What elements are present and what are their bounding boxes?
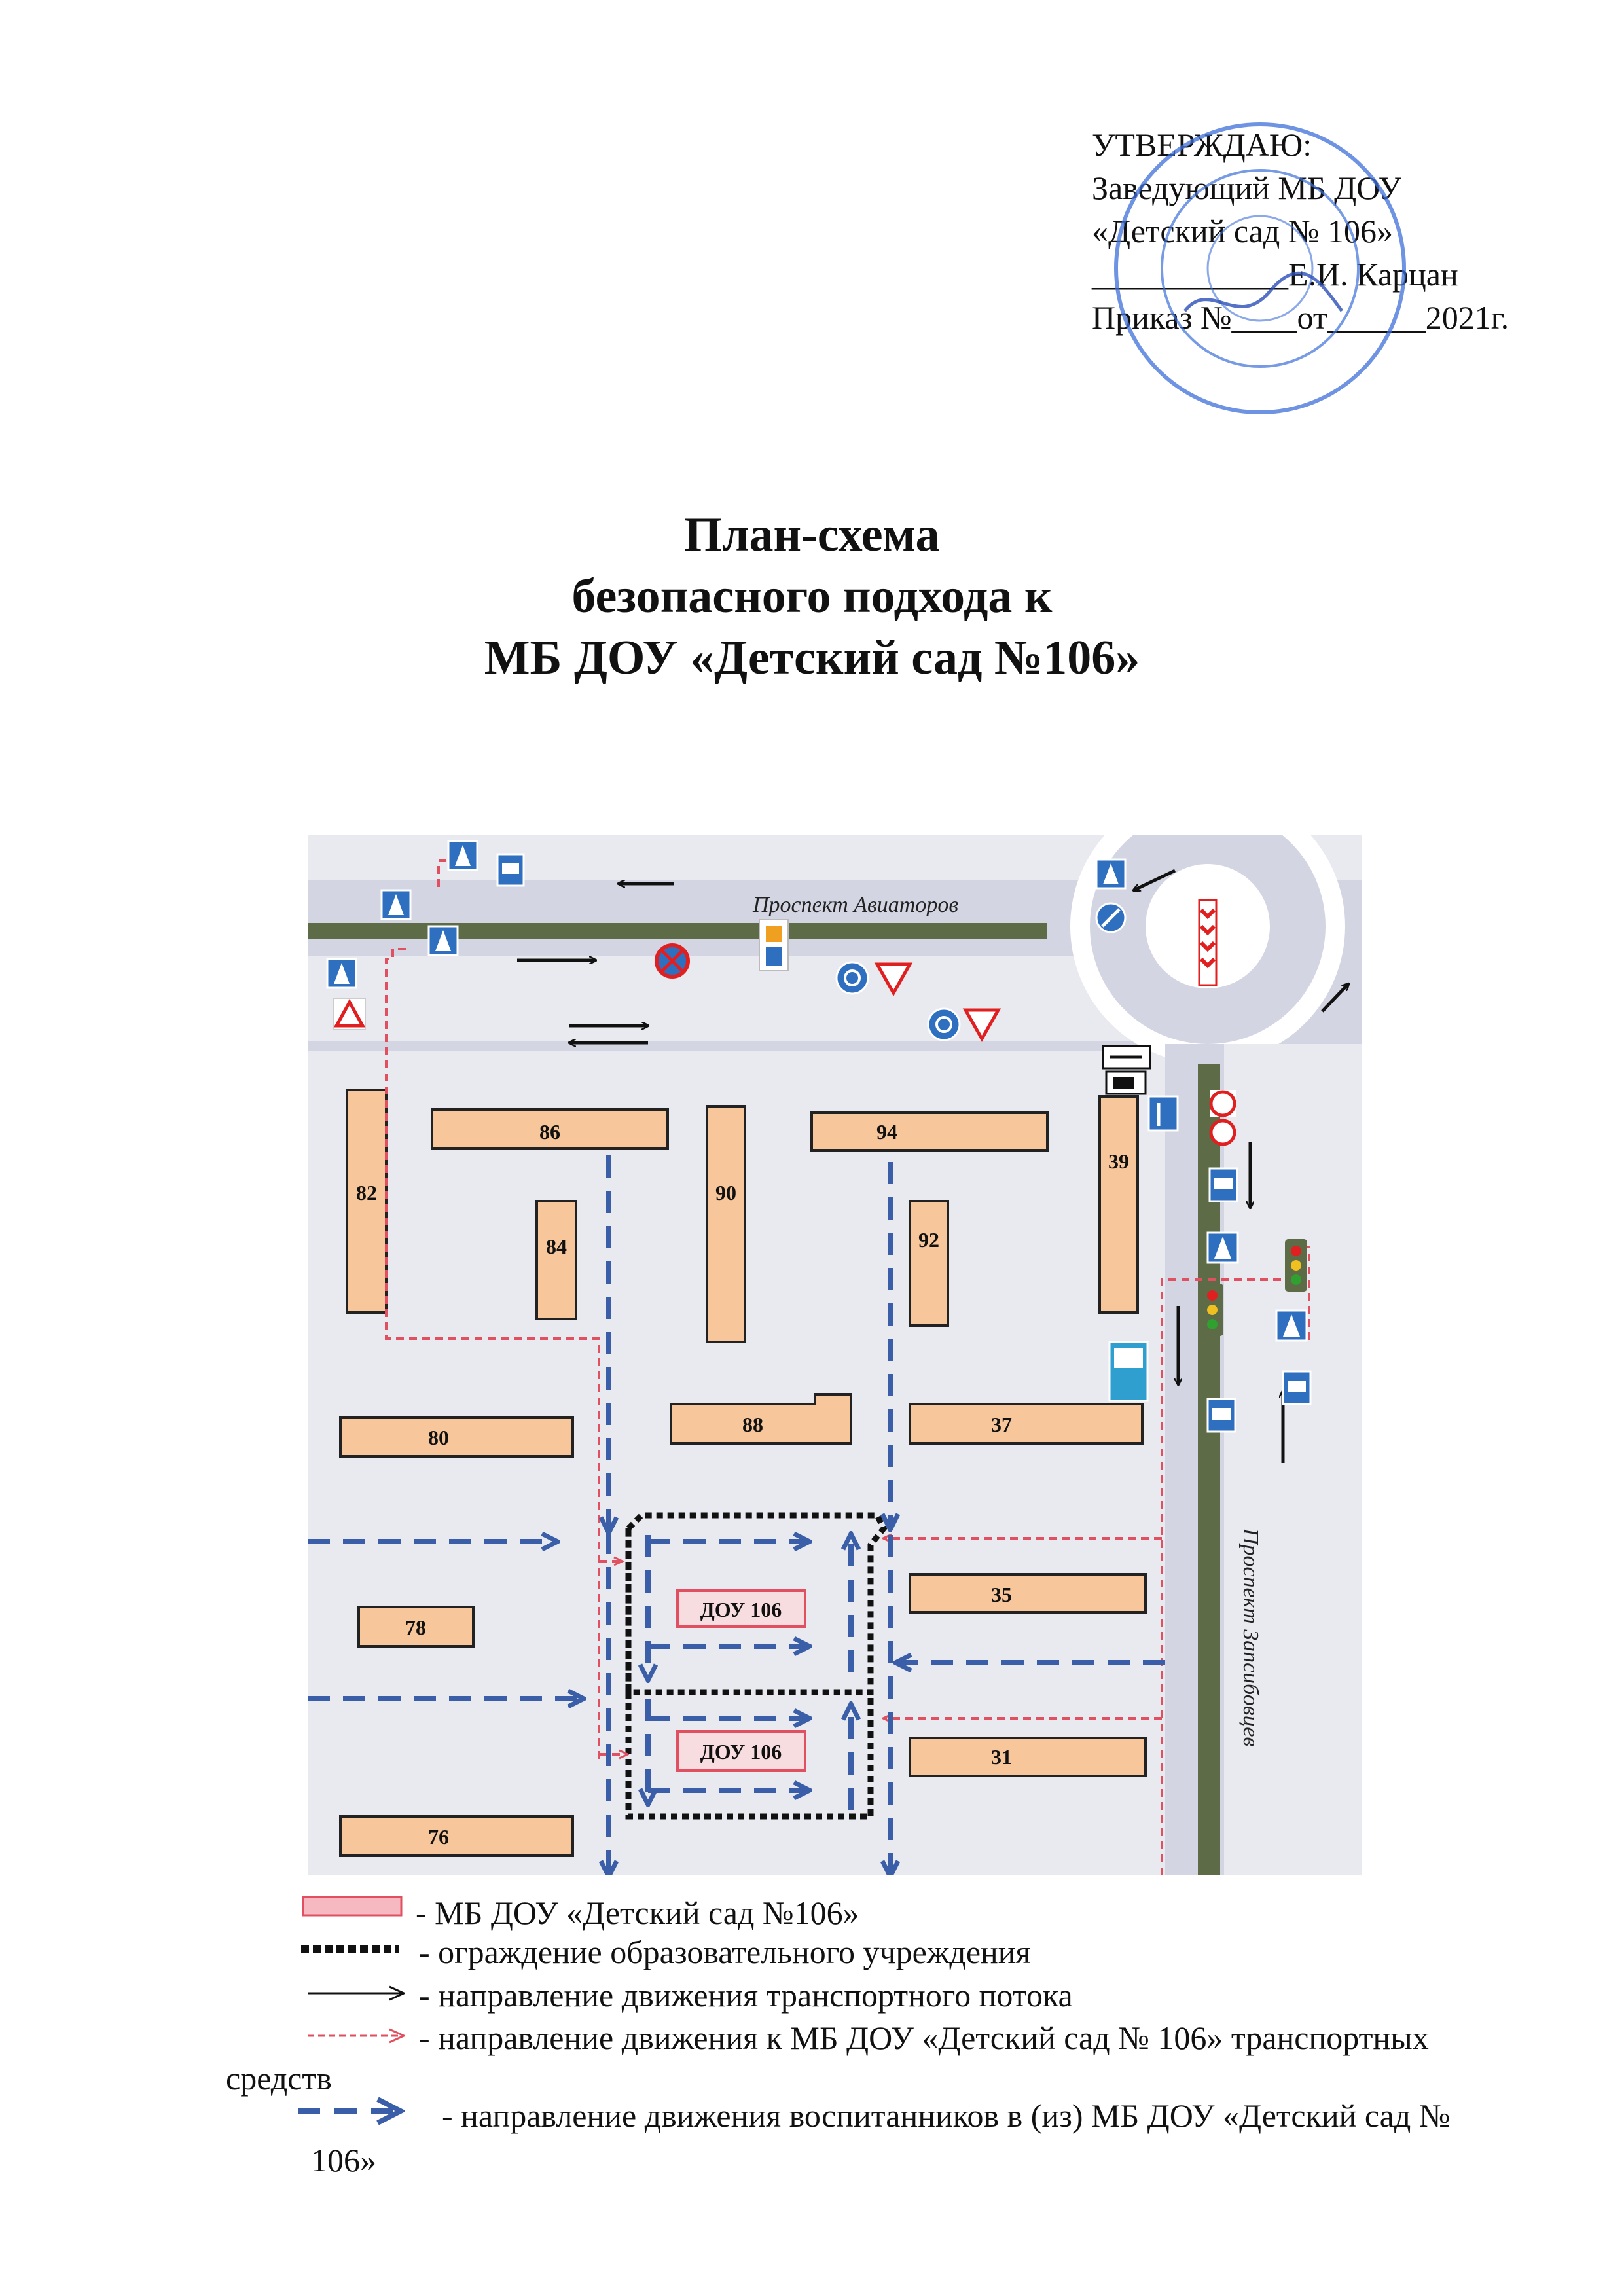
- traffic-light-icon: [1201, 1284, 1223, 1336]
- dou-building-1: [676, 1589, 806, 1628]
- bus-stop-sign-icon: [1206, 1398, 1236, 1433]
- building-label: 37: [991, 1413, 1012, 1436]
- roundabout-sign-icon: [835, 961, 869, 995]
- building-80: [339, 1416, 574, 1458]
- building-78: [357, 1606, 475, 1648]
- building-label: 35: [991, 1583, 1012, 1606]
- building-35: [909, 1573, 1147, 1614]
- building-84: [535, 1200, 577, 1320]
- yield-sign-icon: [874, 962, 913, 997]
- building-94: [810, 1111, 1049, 1152]
- sidewalk-right: [1224, 1044, 1362, 1875]
- pedestrian-crossing-sign-icon: [380, 889, 412, 920]
- building-label: 80: [428, 1426, 449, 1449]
- document-title: План-схема безопасного подхода к МБ ДОУ …: [0, 504, 1624, 689]
- pedestrian-crossing-sign-icon: [1275, 1309, 1308, 1342]
- building-label: 76: [428, 1825, 449, 1849]
- dou-buildings: ДОУ 106 ДОУ 106: [676, 1589, 806, 1772]
- building-76: [339, 1815, 574, 1857]
- title-line-1: План-схема: [684, 508, 940, 562]
- legend-item-vehicle-cont: средств: [226, 2060, 332, 2097]
- stamp-seal: [1114, 122, 1406, 414]
- truck-sign-icon: [1105, 1070, 1147, 1095]
- approval-block: УТВЕРЖДАЮ: Заведующий МБ ДОУ «Детский са…: [1092, 123, 1509, 339]
- legend-item-pupil: - направление движения воспитанников в (…: [442, 2097, 1451, 2134]
- legend-item-dou: - МБ ДОУ «Детский сад №106»: [416, 1894, 859, 1931]
- building-label: 94: [876, 1120, 897, 1144]
- legend-item-vehicle: - направление движения к МБ ДОУ «Детский…: [419, 2019, 1429, 2056]
- title-line-3: МБ ДОУ «Детский сад №106»: [484, 631, 1140, 685]
- road-signs: [326, 840, 1312, 1433]
- no-stopping-sign-icon: [655, 943, 690, 979]
- street-name-top: Проспект Авиаторов: [752, 893, 958, 917]
- building-label: 39: [1108, 1149, 1129, 1173]
- buildings: [339, 1089, 1147, 1857]
- median-top: [308, 923, 1047, 939]
- info-sign-icon: [759, 919, 789, 971]
- no-left-turn-sign-icon: [1209, 1119, 1236, 1146]
- legend-symbols: [298, 1896, 1624, 2278]
- lane-direction-sign-icon: [1147, 1095, 1179, 1132]
- legend-item-fence: - ограждение образовательного учреждения: [419, 1934, 1031, 1970]
- pupil-routes: [308, 1155, 1165, 1875]
- approval-line-2: Заведующий МБ ДОУ: [1092, 170, 1401, 206]
- street-name-right: Проспект Запсибовцев: [1238, 1528, 1263, 1747]
- roundabout-sign-icon: [927, 1007, 961, 1041]
- children-warning-sign-icon: [333, 998, 366, 1030]
- building-label: 82: [356, 1181, 377, 1204]
- building-90: [706, 1105, 746, 1343]
- dou-label: ДОУ 106: [700, 1598, 782, 1621]
- building-label: 84: [546, 1235, 567, 1258]
- building-92: [909, 1200, 949, 1327]
- building-86: [431, 1108, 669, 1150]
- building-31: [909, 1737, 1147, 1777]
- yield-sign-icon: [962, 1008, 1001, 1043]
- approval-line-5: Приказ №____от______2021г.: [1092, 299, 1509, 336]
- legend-dou-swatch: [302, 1896, 403, 1917]
- building-label: 92: [918, 1228, 939, 1252]
- pedestrian-crossing-sign-icon: [427, 925, 459, 956]
- building-label: 78: [405, 1616, 426, 1639]
- dou-label: ДОУ 106: [700, 1740, 782, 1763]
- safety-route-map: Проспект Авиаторов Проспект Запсибовцев …: [308, 835, 1362, 1875]
- pedestrian-crossing-sign-icon: [447, 840, 478, 871]
- building-39: [1098, 1095, 1139, 1314]
- title-line-2: безопасного подхода к: [571, 569, 1053, 623]
- legend-item-pupil-cont: 106»: [311, 2142, 376, 2178]
- bus-stop-sign-icon: [1282, 1370, 1312, 1405]
- mandatory-direction-sign-icon: [1095, 902, 1127, 933]
- building-82: [346, 1089, 388, 1314]
- building-label: 88: [742, 1413, 763, 1436]
- pedestrian-zone-sign-icon: [1108, 1341, 1149, 1402]
- building-labels: 82 86 84 90 94 92 39 80 88 37 35 78 31 7…: [356, 1120, 1129, 1849]
- pedestrian-crossing-sign-icon: [326, 958, 357, 989]
- pedestrian-crossing-sign-icon: [1206, 1231, 1239, 1264]
- traffic-light-icon: [1285, 1239, 1307, 1292]
- bus-stop-sign-icon: [496, 853, 525, 887]
- building-label: 90: [715, 1181, 736, 1204]
- no-u-turn-sign-icon: [1209, 1090, 1236, 1117]
- bus-stop-sign-icon: [1208, 1167, 1238, 1202]
- building-label: 86: [539, 1120, 560, 1144]
- legend-item-traffic: - направление движения транспортного пот…: [419, 1977, 1073, 2014]
- building-label: 31: [991, 1745, 1012, 1769]
- building-88: [670, 1393, 852, 1445]
- direction-arrow-sign-icon: [1102, 1045, 1151, 1070]
- approval-line-1: УТВЕРЖДАЮ:: [1092, 126, 1312, 163]
- hazard-chevron-sign-icon: [1198, 899, 1218, 986]
- building-37: [909, 1403, 1144, 1445]
- pedestrian-crossing-sign-icon: [1095, 858, 1127, 890]
- dou-building-2: [676, 1730, 806, 1772]
